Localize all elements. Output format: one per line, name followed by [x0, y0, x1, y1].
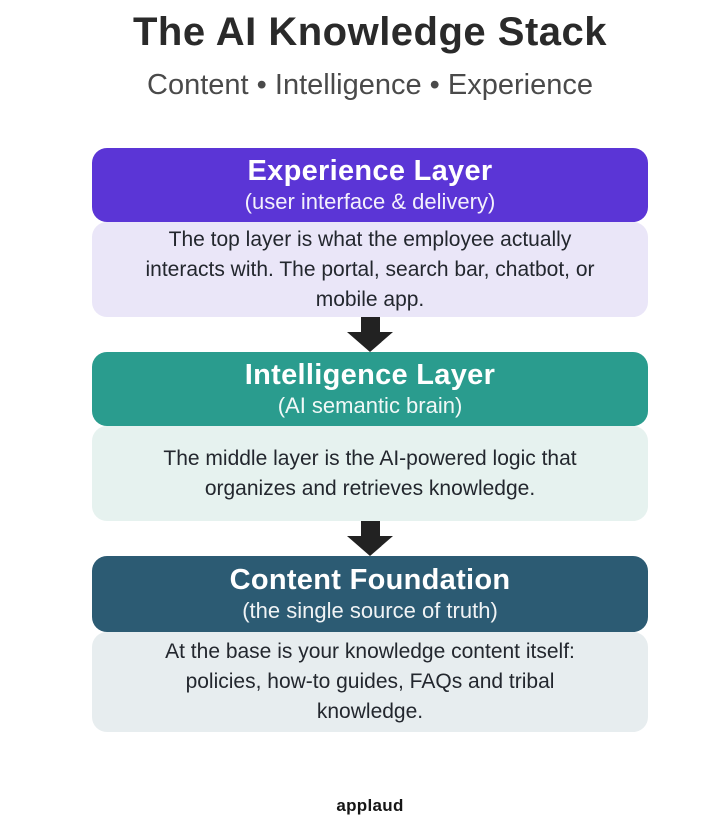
- down-arrow-icon: [347, 317, 393, 352]
- layer-subtitle: (the single source of truth): [242, 598, 498, 623]
- stack-diagram: The AI Knowledge Stack Content • Intelli…: [92, 0, 648, 816]
- layer-description-text: The middle layer is the AI-powered logic…: [163, 446, 577, 500]
- layer-card-experience: Experience Layer (user interface & deliv…: [92, 148, 648, 317]
- page-title: The AI Knowledge Stack: [132, 10, 608, 54]
- layer-title: Intelligence Layer: [244, 359, 496, 391]
- layer-subtitle: (AI semantic brain): [277, 393, 463, 418]
- layer-description-text: The top layer is what the employee actua…: [145, 227, 595, 311]
- layer-subtitle: (user interface & delivery): [244, 189, 496, 214]
- layer-card-content-foundation: Content Foundation (the single source of…: [92, 556, 648, 732]
- layer-description-text: At the base is your knowledge content it…: [165, 640, 575, 723]
- layer-description-content-foundation: At the base is your knowledge content it…: [92, 632, 648, 732]
- layer-header-intelligence: Intelligence Layer (AI semantic brain): [92, 352, 648, 426]
- down-arrow-icon: [347, 521, 393, 556]
- layer-header-experience: Experience Layer (user interface & deliv…: [92, 148, 648, 222]
- layer-title: Experience Layer: [247, 155, 493, 187]
- layer-header-content-foundation: Content Foundation (the single source of…: [92, 556, 648, 632]
- brand-logo: applaud: [336, 796, 404, 815]
- page-subtitle: Content • Intelligence • Experience: [147, 69, 593, 101]
- layer-description-experience: The top layer is what the employee actua…: [92, 222, 648, 317]
- layer-description-intelligence: The middle layer is the AI-powered logic…: [92, 426, 648, 521]
- layer-card-intelligence: Intelligence Layer (AI semantic brain) T…: [92, 352, 648, 521]
- layer-title: Content Foundation: [229, 564, 511, 596]
